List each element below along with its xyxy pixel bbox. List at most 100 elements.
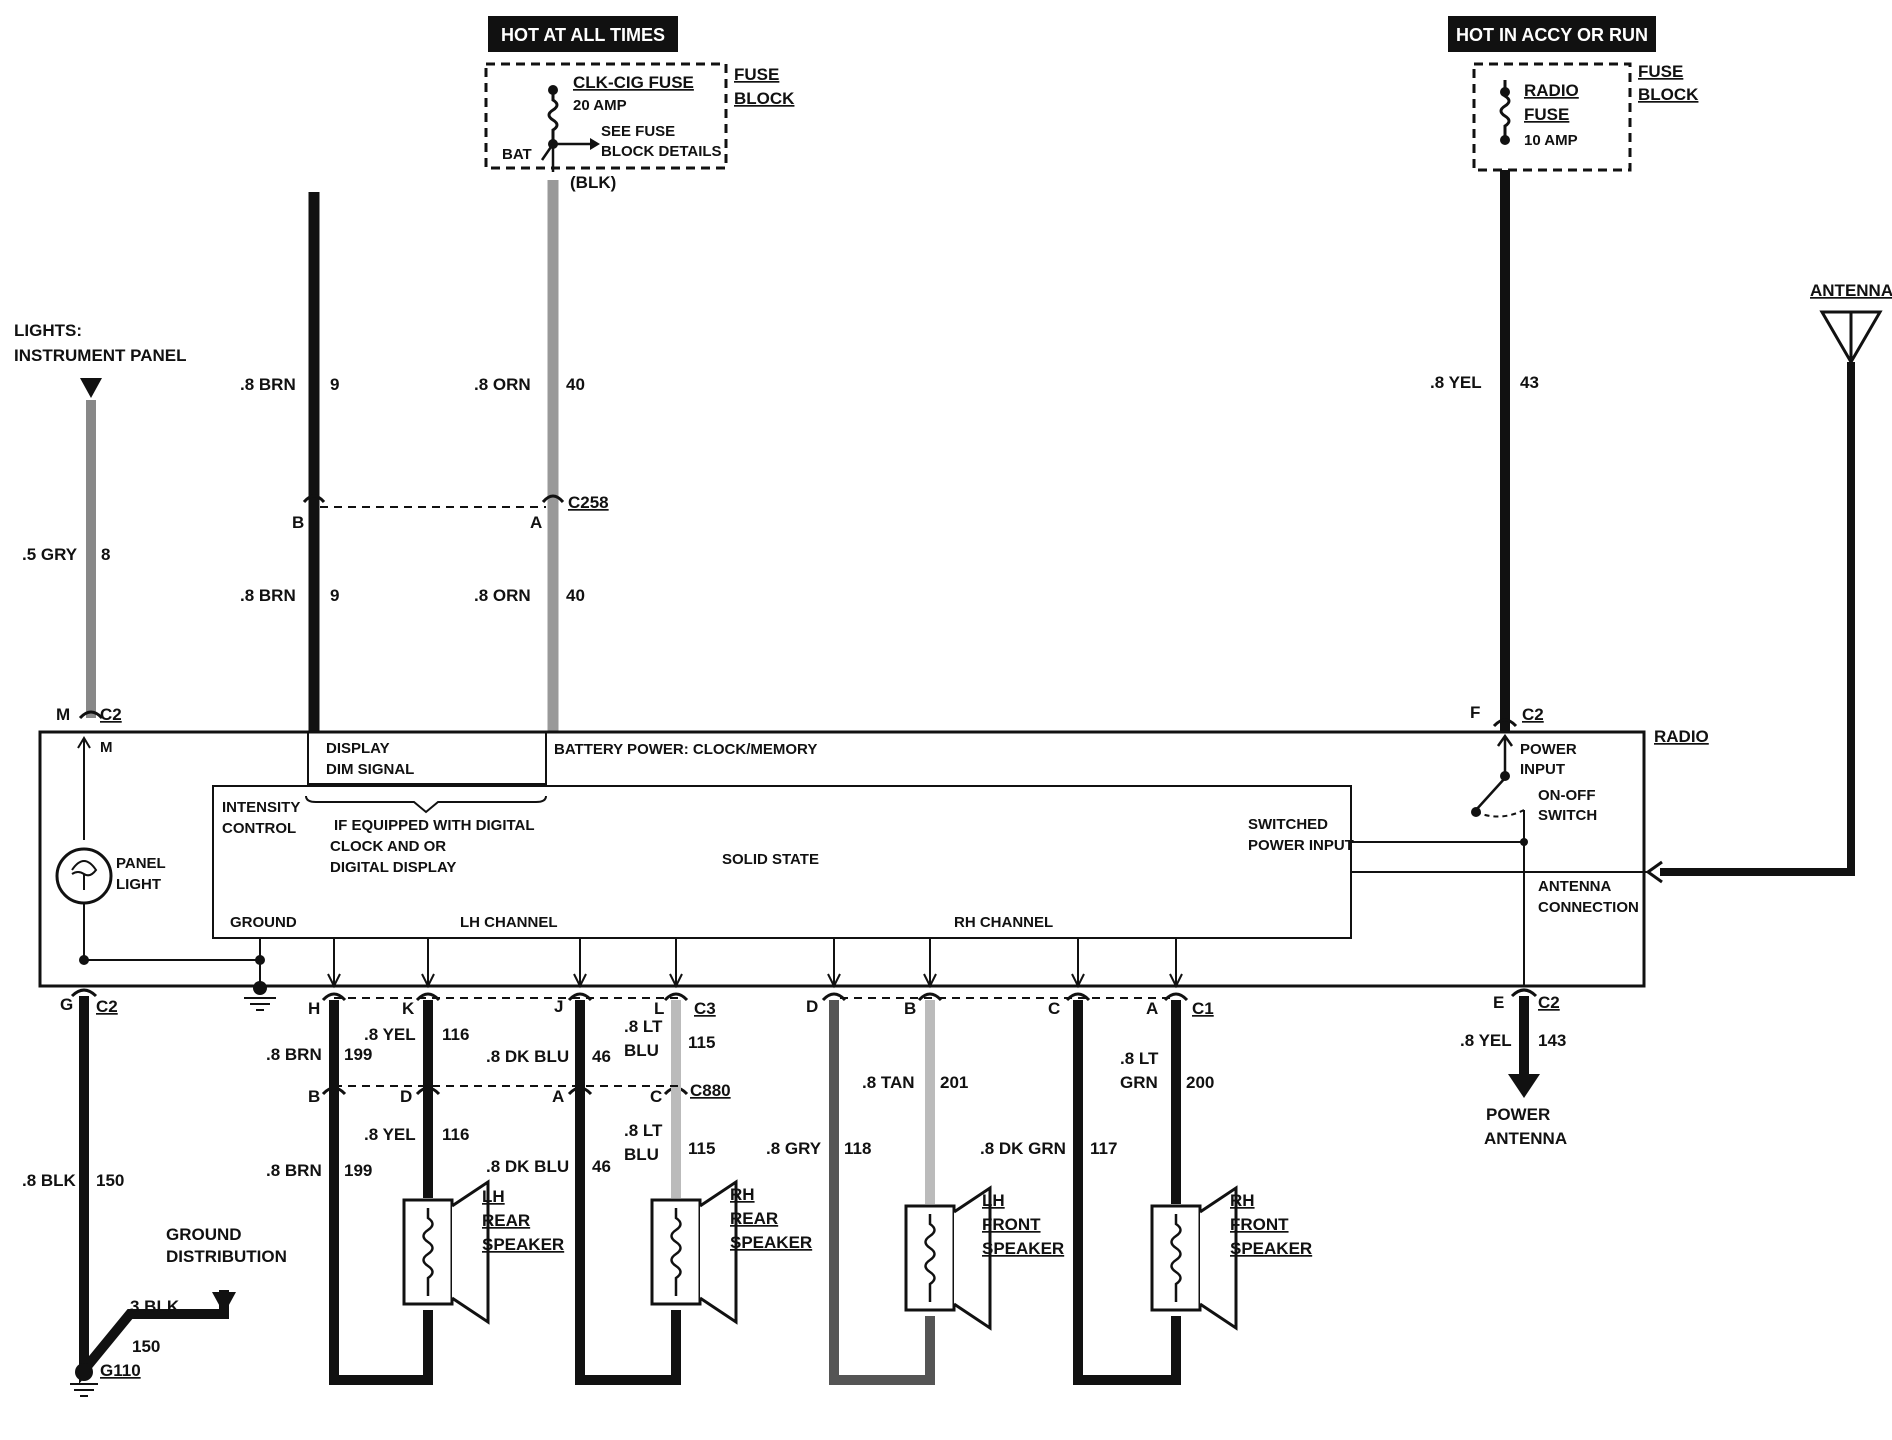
lh-front-speaker-label-1: LH (982, 1191, 1005, 1210)
rh-rear-speaker-label-1: RH (730, 1185, 755, 1204)
wire-116-color-upper: .8 YEL (364, 1025, 416, 1044)
wire-199-num-upper: 199 (344, 1045, 372, 1064)
lights-label-2: INSTRUMENT PANEL (14, 346, 187, 365)
antenna-connection-label-2: CONNECTION (1538, 899, 1639, 916)
fuse-block-right-label-1: FUSE (1638, 62, 1683, 81)
g110-label: G110 (100, 1361, 141, 1380)
lh-rear-speaker-label-3: SPEAKER (482, 1235, 564, 1254)
wire-116-color-lower: .8 YEL (364, 1125, 416, 1144)
c3-label: C3 (694, 999, 716, 1018)
lh-rear-speaker-label-2: REAR (482, 1211, 530, 1230)
arrow-down-icon (327, 973, 341, 989)
block-details-label: BLOCK DETAILS (601, 143, 722, 160)
power-antenna-label-2: ANTENNA (1484, 1129, 1567, 1148)
wire-201-num: 201 (940, 1073, 968, 1092)
clk-cig-fuse-rating: 20 AMP (573, 97, 627, 114)
c880-pin-b: B (308, 1087, 320, 1106)
radio-title: RADIO (1654, 727, 1709, 746)
ground-icon (70, 1383, 98, 1397)
rh-rear-speaker-label-2: REAR (730, 1209, 778, 1228)
arrow-down-icon (669, 973, 683, 989)
c2-m-connector-icon (78, 710, 104, 720)
bottom-wire-group (321, 938, 1238, 1385)
wire-blk-num: 150 (96, 1171, 124, 1190)
arrow-down-icon (573, 973, 587, 989)
c3-pin-k: K (402, 999, 415, 1018)
solid-state-box (212, 785, 1352, 939)
wire-143-color: .8 YEL (1460, 1031, 1512, 1050)
antenna-icon (1819, 310, 1883, 365)
c2-pin-g: G (60, 995, 73, 1014)
switched-label-2: POWER INPUT (1248, 837, 1354, 854)
switched-label-1: SWITCHED (1248, 816, 1328, 833)
lamp-icon (55, 847, 113, 905)
c1-pin-c: C (1048, 999, 1060, 1018)
wire-orn-num-upper: 40 (566, 375, 585, 394)
lh-rear-coil-icon (422, 1208, 434, 1296)
banner-hot-in-accy: HOT IN ACCY OR RUN (1456, 25, 1648, 45)
speaker-return-wire (575, 1000, 681, 1385)
wire-143-num: 143 (1538, 1031, 1566, 1050)
lh-rear-speaker-cone-icon (451, 1179, 490, 1325)
battery-power-label: BATTERY POWER: CLOCK/MEMORY (554, 741, 817, 758)
wire-46-num-upper: 46 (592, 1047, 611, 1066)
wire-115-color-lower-2: BLU (624, 1145, 659, 1164)
wire-115-color-upper-1: .8 LT (624, 1017, 663, 1036)
connector-pin-icon (663, 992, 689, 1002)
wire-brn-num-lower: 9 (330, 586, 339, 605)
c1-label: C1 (1192, 999, 1214, 1018)
on-off-switch-blade (1475, 777, 1506, 811)
arrow-right-icon (590, 138, 600, 150)
c3-pin-j: J (554, 997, 563, 1016)
on-off-label-1: ON-OFF (1538, 787, 1596, 804)
speaker-return-wire (329, 1000, 433, 1385)
banner-hot-in-accy-bg (1448, 16, 1656, 52)
rh-front-speaker-label-1: RH (1230, 1191, 1255, 1210)
equipped-label-1: IF EQUIPPED WITH DIGITAL (334, 817, 535, 834)
c2-pin-e: E (1493, 993, 1504, 1012)
wire-blk-color: .8 BLK (22, 1171, 77, 1190)
wire-46-color-lower: .8 DK BLU (486, 1157, 569, 1176)
lh-front-speaker-cone-icon (953, 1185, 992, 1331)
wire-yel-color: .8 YEL (1430, 373, 1482, 392)
power-input-label-1: POWER (1520, 741, 1577, 758)
switch-dashed-link (1475, 809, 1525, 818)
c1-pin-b: B (904, 999, 916, 1018)
c2-label-bottom-right: C2 (1538, 993, 1560, 1012)
wire-brn-num-upper: 9 (330, 375, 339, 394)
c1-pin-d: D (806, 997, 818, 1016)
rh-front-speaker-label-2: FRONT (1230, 1215, 1289, 1234)
c2-pin-f: F (1470, 703, 1480, 722)
wire-115-num-lower: 115 (688, 1139, 715, 1158)
wire-200-num: 200 (1186, 1073, 1214, 1092)
blk-wire-label: (BLK) (570, 173, 616, 192)
c2-pin-m-inner: M (100, 739, 113, 756)
rh-front-speaker-cone-icon (1199, 1185, 1238, 1331)
wire-199-color-lower: .8 BRN (266, 1161, 322, 1180)
junction-dot (79, 955, 89, 965)
wire-118-num: 118 (844, 1139, 871, 1158)
c3-pin-l: L (654, 999, 664, 1018)
wire-200-color-2: GRN (1120, 1073, 1158, 1092)
arrow-down-icon (1071, 973, 1085, 989)
wire-118-color: .8 GRY (766, 1139, 822, 1158)
banner-hot-at-all-times-bg (488, 16, 678, 52)
equipped-label-2: CLOCK AND OR (330, 838, 446, 855)
wire-46-color-upper: .8 DK BLU (486, 1047, 569, 1066)
wire-blk3-num: 150 (132, 1337, 160, 1356)
wire-brn-color-upper: .8 BRN (240, 375, 296, 394)
arrow-down-icon (1508, 1074, 1540, 1098)
wire-201-color: .8 TAN (862, 1073, 915, 1092)
ground-icon (244, 997, 276, 1011)
banner-hot-at-all-times: HOT AT ALL TIMES (501, 25, 665, 45)
wire-orn-color-lower: .8 ORN (474, 586, 531, 605)
wire-199-color-upper: .8 BRN (266, 1045, 322, 1064)
antenna-cable (1660, 362, 1855, 876)
c1-pin-a: A (1146, 999, 1158, 1018)
c2-label-bottom-left: C2 (96, 997, 118, 1016)
wire-115-color-lower-1: .8 LT (624, 1121, 663, 1140)
intensity-label-2: CONTROL (222, 820, 296, 837)
c880-pin-c: C (650, 1087, 662, 1106)
c880-label: C880 (690, 1081, 731, 1100)
power-input-arrow (1496, 733, 1514, 772)
